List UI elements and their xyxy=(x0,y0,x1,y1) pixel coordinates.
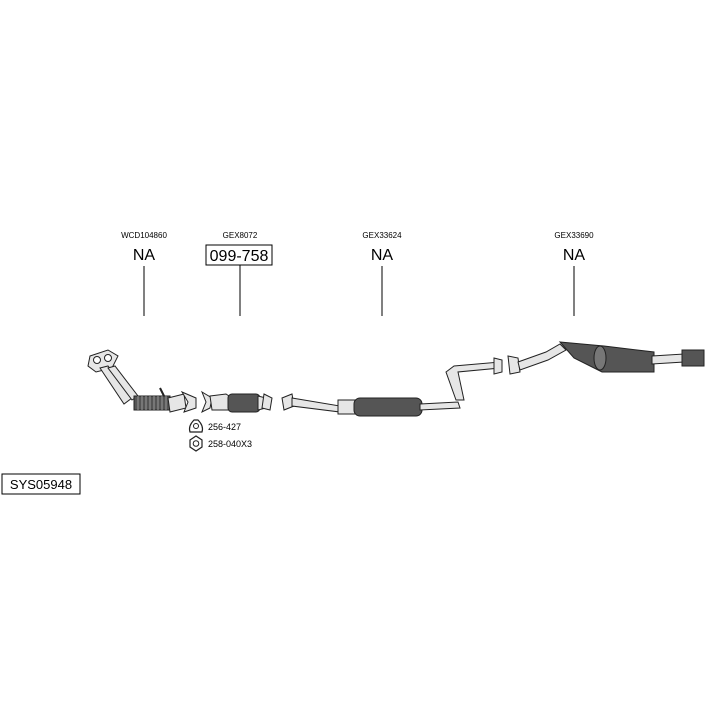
pipe-section xyxy=(291,397,341,413)
system-code-box: SYS05948 xyxy=(1,473,81,495)
tail-pipe-trim xyxy=(681,349,705,367)
accessory-nut[interactable]: 258-040X3 xyxy=(189,435,252,452)
catalyst-drawing[interactable] xyxy=(200,390,273,414)
middle-silencer-body xyxy=(353,397,423,417)
flexi-joint xyxy=(133,395,171,411)
rear-bend-pipe xyxy=(445,361,501,401)
part-label-front-pipe[interactable]: WCD104860 NA xyxy=(121,231,167,316)
accessory-gasket[interactable]: 256-427 xyxy=(188,419,242,433)
flange-hole xyxy=(93,356,101,364)
tail-pipe xyxy=(651,353,685,365)
clamp-joint xyxy=(337,399,357,415)
inlet-pipe xyxy=(517,343,567,371)
front-pipe-drawing[interactable] xyxy=(87,349,197,413)
system-code-frame xyxy=(1,473,81,495)
flange-hole xyxy=(104,354,112,362)
part-number: NA xyxy=(563,247,586,264)
part-number: NA xyxy=(371,247,394,264)
rear-silencer-body xyxy=(558,341,655,373)
part-label-rear-silencer[interactable]: GEX33690 NA xyxy=(554,231,594,316)
part-label-catalyst[interactable]: GEX8072 099-758 xyxy=(205,231,273,316)
part-ref: GEX8072 xyxy=(223,231,258,240)
inlet-flange xyxy=(507,355,521,375)
part-number: 099-758 xyxy=(210,248,269,265)
catalyst-body xyxy=(227,393,261,413)
pipe-section xyxy=(419,401,461,411)
part-ref: GEX33690 xyxy=(554,231,594,240)
part-number: NA xyxy=(133,247,156,264)
pipe-end xyxy=(167,393,187,413)
middle-silencer-drawing[interactable] xyxy=(281,357,503,417)
part-ref: WCD104860 xyxy=(121,231,167,240)
part-label-middle-silencer[interactable]: GEX33624 NA xyxy=(362,231,402,316)
part-number-box xyxy=(205,244,273,266)
accessory-code: 256-427 xyxy=(208,422,241,432)
nut-hole xyxy=(192,440,200,447)
accessory-code: 258-040X3 xyxy=(208,439,252,449)
system-code: SYS05948 xyxy=(10,477,72,492)
gasket-hole xyxy=(193,423,199,429)
part-ref: GEX33624 xyxy=(362,231,402,240)
rear-silencer-drawing[interactable] xyxy=(507,341,705,375)
outlet-flange xyxy=(261,393,273,411)
outlet-flange xyxy=(493,357,503,375)
silencer-end-cap xyxy=(593,345,607,371)
lambda-boss xyxy=(159,387,165,397)
outlet-flange xyxy=(180,390,197,413)
